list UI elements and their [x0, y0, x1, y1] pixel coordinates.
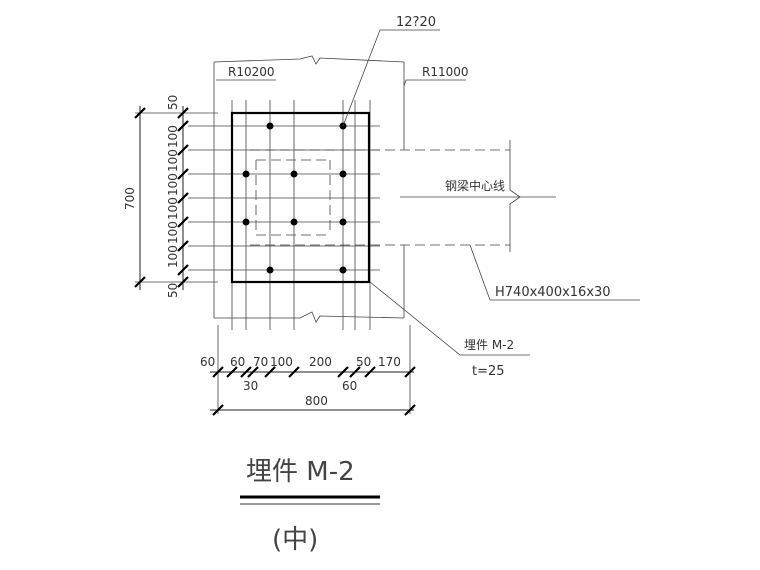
hdim-top-2: 60	[230, 355, 245, 369]
vdim-seg-1: 50	[166, 95, 180, 110]
plate-thickness-label: t=25	[472, 364, 505, 379]
vdim-seg-6: 100	[166, 221, 180, 244]
vdim-seg-7: 100	[166, 245, 180, 268]
vdim-total: 700	[123, 187, 137, 210]
steel-beam-outline	[250, 140, 556, 252]
drawing-subtitle: (中)	[272, 525, 318, 555]
hdim-top-4: 100	[270, 355, 293, 369]
bolt-spec-label: 12?20	[396, 15, 436, 30]
hdim-top-1: 60	[200, 355, 215, 369]
hdim-lower-1: 30	[243, 379, 258, 393]
hdim-top-5: 200	[309, 355, 332, 369]
vdim-seg-4: 100	[166, 173, 180, 196]
embedded-plate	[230, 111, 371, 284]
vdim-seg-3: 100	[166, 149, 180, 172]
beam-centerline-label: 钢梁中心线	[445, 178, 505, 193]
beam-section-label: H740x400x16x30	[495, 285, 611, 300]
grid-lines	[188, 100, 380, 330]
drawing-title: 埋件 M-2	[246, 457, 355, 487]
hdim-total: 800	[305, 394, 328, 408]
hdim-top-6: 50	[356, 355, 371, 369]
vdim-seg-5: 100	[166, 197, 180, 220]
hdim-lower-2: 60	[342, 379, 357, 393]
horizontal-dimension-chain	[210, 325, 416, 416]
radius-left-label: R10200	[228, 65, 275, 79]
leaders	[216, 29, 640, 356]
vertical-dimension-chain	[134, 106, 218, 290]
hdim-top-3: 70	[253, 355, 268, 369]
vdim-seg-2: 100	[166, 125, 180, 148]
wall-outline	[213, 55, 405, 323]
bolts	[242, 122, 347, 274]
plate-name-label: 埋件 M-2	[464, 338, 514, 352]
hdim-top-7: 170	[378, 355, 401, 369]
vdim-seg-8: 50	[166, 283, 180, 298]
radius-right-label: R11000	[422, 65, 469, 79]
